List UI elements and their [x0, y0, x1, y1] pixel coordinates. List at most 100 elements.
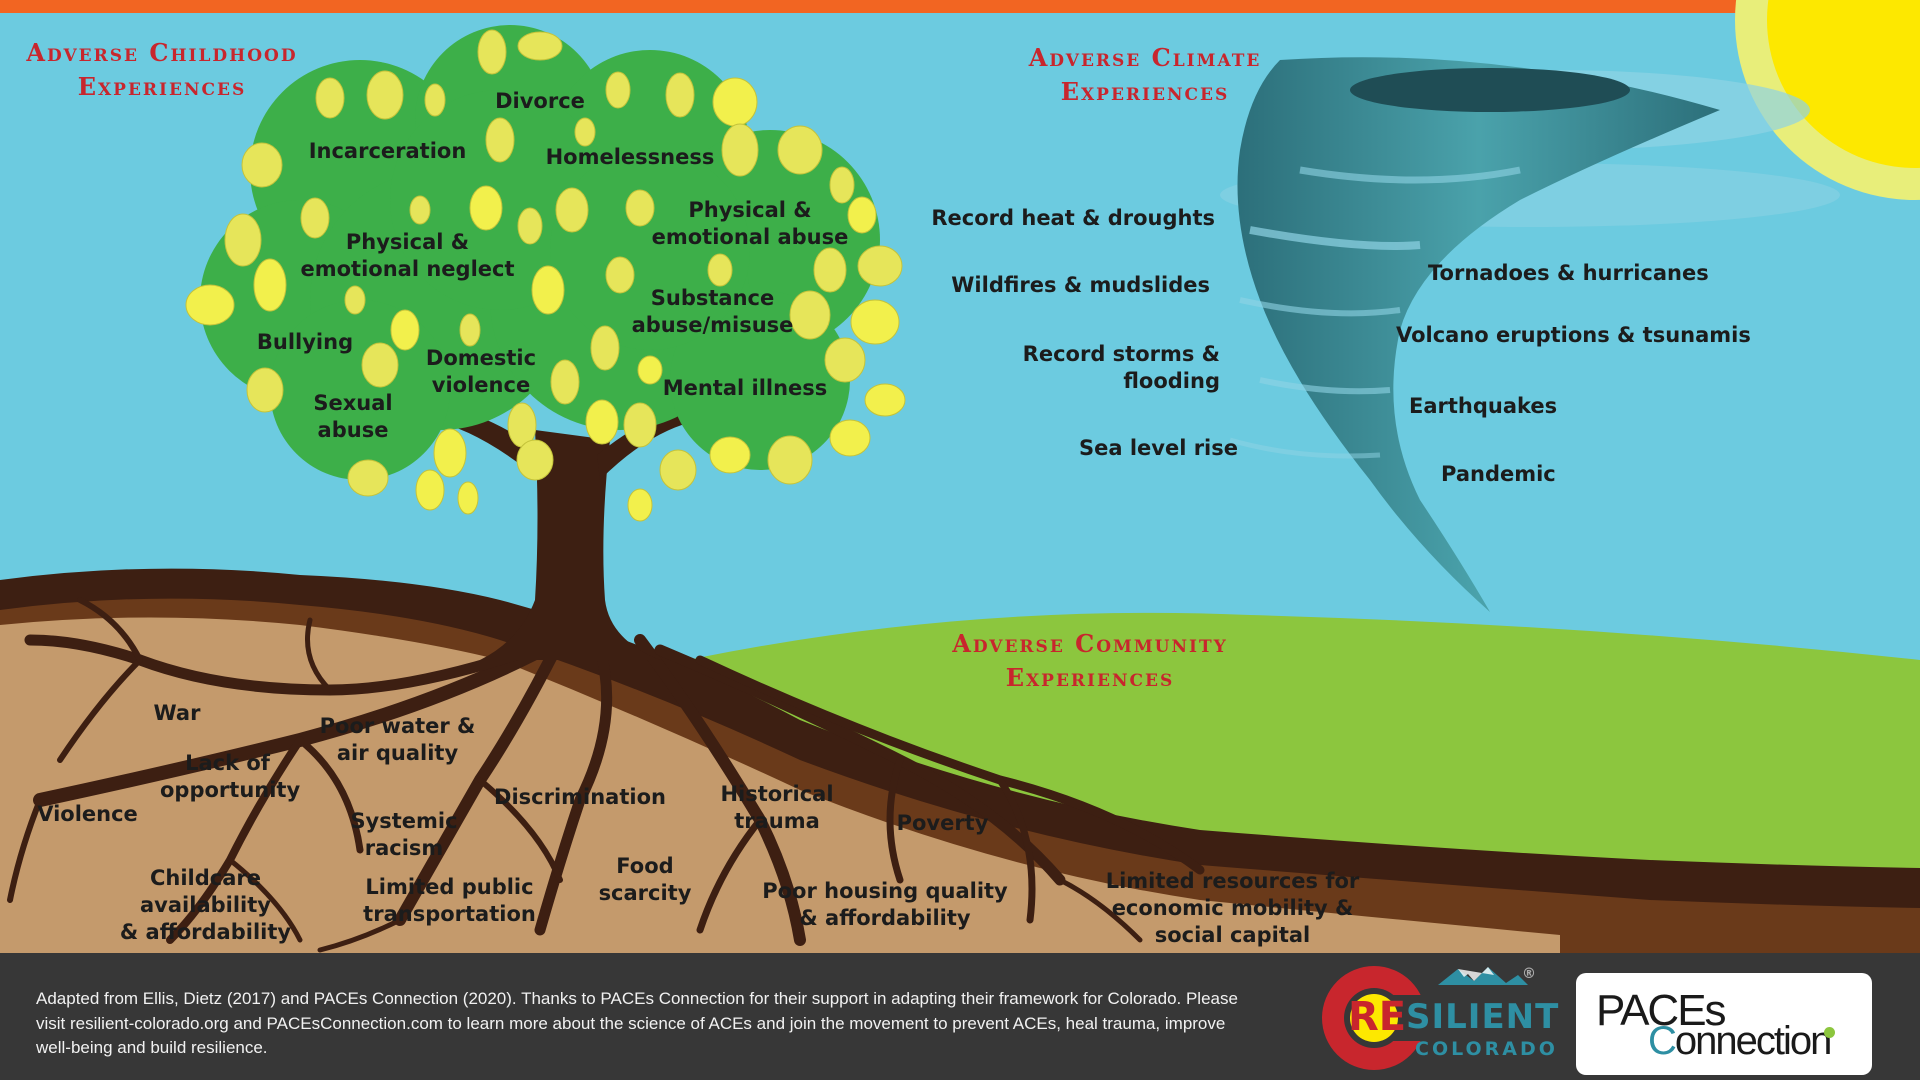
- label-line: trauma: [734, 809, 820, 833]
- label-line: Historical: [720, 782, 834, 806]
- tree-trunk: [480, 430, 660, 660]
- label-line: availability: [140, 893, 271, 917]
- childhood-item: Physical & emotional abuse: [650, 197, 850, 251]
- childhood-item: Sexual abuse: [298, 390, 408, 444]
- label-line: emotional abuse: [651, 225, 849, 249]
- label-line: Violence: [37, 802, 138, 826]
- label-line: violence: [431, 373, 531, 397]
- tree-canopy: [200, 25, 880, 480]
- label-line: Physical &: [688, 198, 812, 222]
- community-item: War: [142, 700, 212, 727]
- roots: [7, 597, 1205, 953]
- community-item: Discrimination: [490, 784, 670, 811]
- childhood-item: Incarceration: [300, 138, 475, 165]
- climate-item: Earthquakes: [1409, 393, 1609, 420]
- footer-credits-text: Adapted from Ellis, Dietz (2017) and PAC…: [36, 989, 1238, 1057]
- community-item: Violence: [30, 801, 145, 828]
- label-line: Tornadoes & hurricanes: [1428, 261, 1709, 285]
- label-line: Poor housing quality: [762, 879, 1008, 903]
- tornado: [1220, 57, 1840, 612]
- label-line: Pandemic: [1441, 462, 1556, 486]
- top-accent-bar: [0, 0, 1920, 13]
- paces-connection-logo: PACEs Connection: [1576, 973, 1872, 1075]
- label-line: Homelessness: [545, 145, 715, 169]
- heading-adverse-childhood: Adverse Childhood Experiences: [26, 38, 298, 101]
- connection-c: C: [1648, 1019, 1677, 1063]
- soil: [0, 617, 1560, 960]
- label-line: Discrimination: [494, 785, 666, 809]
- label-line: Earthquakes: [1409, 394, 1558, 418]
- label-line: abuse: [317, 418, 389, 442]
- community-item: Poverty: [885, 810, 1000, 837]
- label-line: opportunity: [160, 778, 301, 802]
- community-item: Food scarcity: [590, 853, 700, 907]
- childhood-item: Substance abuse/misuse: [630, 285, 795, 339]
- label-line: Poverty: [896, 811, 989, 835]
- label-line: scarcity: [598, 881, 692, 905]
- label-line: Substance: [650, 286, 775, 310]
- resilient-re-text: RE: [1348, 994, 1407, 1040]
- label-line: Sexual: [313, 391, 393, 415]
- tree-leaves: [185, 29, 906, 522]
- paces-text: PACEs: [1596, 986, 1727, 1035]
- climate-item: Wildfires & mudslides: [930, 272, 1210, 299]
- registered-mark: ®: [1522, 966, 1536, 982]
- label-line: Record heat & droughts: [931, 206, 1215, 230]
- label-line: Lack of: [185, 751, 270, 775]
- climate-item: Sea level rise: [1050, 435, 1238, 462]
- resilient-silient-text: SILIENT: [1406, 997, 1560, 1037]
- climate-item: Record heat & droughts: [930, 205, 1215, 232]
- label-line: emotional neglect: [300, 257, 515, 281]
- childhood-item: Bullying: [245, 329, 365, 356]
- paces-dot-icon: [1824, 1027, 1835, 1038]
- label-line: air quality: [336, 741, 459, 765]
- label-line: flooding: [1123, 369, 1220, 393]
- label-line: abuse/misuse: [631, 313, 794, 337]
- label-line: Bullying: [256, 330, 354, 354]
- label-line: & affordability: [799, 906, 971, 930]
- mountain-icon: [1438, 967, 1528, 985]
- label-line: economic mobility &: [1111, 896, 1354, 920]
- label-line: Sea level rise: [1078, 436, 1238, 460]
- resilient-colorado-logo: [1322, 966, 1528, 1070]
- community-item: Historical trauma: [712, 781, 842, 835]
- footer: Adapted from Ellis, Dietz (2017) and PAC…: [0, 953, 1920, 1080]
- climate-item: Pandemic: [1441, 461, 1601, 488]
- community-item: Limited public transportation: [362, 874, 537, 928]
- label-line: & affordability: [119, 920, 292, 944]
- label-line: Domestic: [425, 346, 537, 370]
- heading-adverse-climate: Adverse Climate Experiences: [1028, 43, 1262, 106]
- sun: [1767, 0, 1920, 168]
- label-line: Volcano eruptions & tsunamis: [1396, 323, 1751, 347]
- label-line: Wildfires & mudslides: [951, 273, 1210, 297]
- connection-text: Connection: [1648, 1019, 1832, 1063]
- label-line: social capital: [1154, 923, 1311, 947]
- childhood-item: Domestic violence: [416, 345, 546, 399]
- climate-item: Volcano eruptions & tsunamis: [1396, 322, 1796, 349]
- label-line: Incarceration: [308, 139, 467, 163]
- heading-adverse-community: Adverse Community Experiences: [952, 629, 1228, 692]
- label-line: Food: [616, 854, 674, 878]
- connection-rest: onnection: [1674, 1019, 1832, 1063]
- childhood-item: Mental illness: [660, 375, 830, 402]
- label-line: War: [153, 701, 201, 725]
- childhood-item: Physical & emotional neglect: [300, 229, 515, 283]
- label-line: Limited public: [365, 875, 534, 899]
- label-line: racism: [364, 836, 444, 860]
- climate-item: Record storms &flooding: [960, 341, 1220, 395]
- childhood-item: Divorce: [480, 88, 600, 115]
- label-line: Systemic: [350, 809, 458, 833]
- community-item: Poor housing quality & affordability: [760, 878, 1010, 932]
- label-line: Poor water &: [319, 714, 476, 738]
- childhood-item: Homelessness: [545, 144, 715, 171]
- community-item: Lack of opportunity: [160, 750, 301, 804]
- climate-item: Tornadoes & hurricanes: [1428, 260, 1748, 287]
- community-item: Childcare availability & affordability: [118, 865, 293, 946]
- label-line: transportation: [363, 902, 536, 926]
- label-line: Physical &: [345, 230, 470, 254]
- community-item: Systemic racism: [344, 808, 464, 862]
- label-line: Childcare: [149, 866, 261, 890]
- label-line: Mental illness: [662, 376, 828, 400]
